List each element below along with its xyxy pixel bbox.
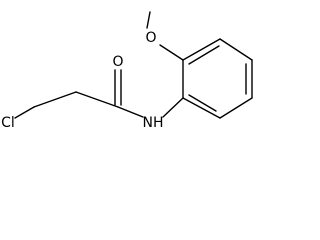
ring-inner-double-3 [188, 94, 217, 112]
atom-label-carbonyl-o: O [112, 54, 123, 70]
bond-c1-c2 [33, 91, 77, 108]
ring-bond-5 [219, 97, 253, 119]
atom-label-amide-n: NH [143, 115, 164, 131]
ring-bond-6 [182, 97, 221, 119]
bond-cl-c1 [14, 106, 35, 119]
bond-n-c4 [162, 97, 184, 118]
atom-label-cl: Cl [1, 115, 15, 131]
ring-inner-double-1 [188, 45, 220, 65]
bond-o-ch3 [146, 11, 151, 29]
atom-label-methoxy-o: O [145, 30, 156, 46]
ring-bond-3 [219, 38, 253, 61]
ring-bond-2 [182, 38, 221, 61]
chemical-structure-canvas: Cl O NH O [0, 0, 261, 142]
bond-c5-o-methoxy [159, 44, 184, 61]
molecule-structure: Cl O NH O [1, 11, 253, 131]
bond-c2-c3 [75, 91, 119, 108]
bond-c3-n [117, 106, 144, 118]
